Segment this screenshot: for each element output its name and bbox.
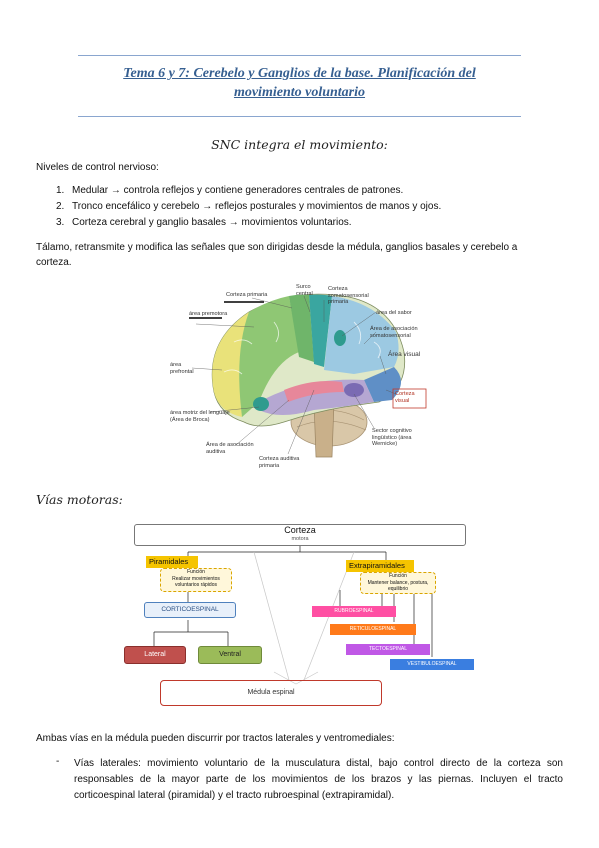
lateral-paths-line-1: Vías laterales: movimiento voluntario de… — [74, 758, 563, 769]
piramidales-function-title: Función — [187, 569, 205, 575]
lateral-paths-line-3: corticoespinal lateral (piramidal) y el … — [74, 790, 395, 801]
level-text: Corteza cerebral y ganglio basales → mov… — [72, 217, 352, 228]
level-text: Tronco encefálico y cerebelo → reflejos … — [72, 201, 442, 212]
level-number: 3. — [56, 217, 65, 228]
label-corteza-primaria: Corteza primaria — [226, 292, 268, 298]
lateral-box: Lateral — [124, 646, 186, 664]
extrapiramidales-function-title: Función — [389, 573, 407, 579]
level-item: 3. Corteza cerebral y ganglio basales → m… — [56, 215, 441, 231]
label-sector-cognitivo: Sector cognitivo lingüístico (área Werni… — [372, 428, 412, 447]
page-title-line-2: movimiento voluntario — [233, 85, 366, 100]
piramidales-function-box: Función Realizar movimientos voluntarios… — [160, 568, 232, 592]
brain-figure: Corteza primaria Surco central Corteza s… — [164, 282, 434, 472]
extrapiramidales-label: Extrapiramidales — [346, 560, 414, 572]
level-number: 2. — [56, 201, 65, 212]
corteza-subtitle: motora — [291, 536, 309, 542]
label-area-prefrontal: área prefrontal — [170, 362, 194, 375]
label-area-motriz-lenguaje: área motriz del lenguaje (Área de Broca) — [170, 410, 230, 423]
corticoespinal-box: CORTICOESPINAL — [144, 602, 236, 618]
page-title-line-1: Tema 6 y 7: Cerebelo y Ganglios de la ba… — [123, 66, 476, 81]
level-text: Medular → controla reflejos y contiene g… — [72, 185, 404, 196]
piramidales-label: Piramidales — [146, 556, 198, 568]
thalamus-line-1: Tálamo, retransmite y modifica las señal… — [36, 242, 518, 253]
header-rule-bottom — [78, 116, 521, 117]
lateral-paths-paragraph: Vías laterales: movimiento voluntario de… — [74, 756, 563, 804]
page-title: Tema 6 y 7: Cerebelo y Ganglios de la ba… — [78, 64, 521, 102]
section-heading-vias-motoras: Vías motoras: — [36, 492, 123, 507]
thalamus-line-2: corteza. — [36, 257, 72, 268]
label-corteza-visual: Corteza visual — [395, 391, 415, 404]
motor-pathways-diagram: Corteza motora Piramidales Función Reali… — [124, 522, 476, 710]
tectoespinal-box: TECTOESPINAL — [346, 644, 430, 655]
diagram-connectors — [153, 546, 433, 685]
level-item: 1. Medular → controla reflejos y contiene… — [56, 183, 441, 199]
brain-illustration — [164, 282, 434, 472]
label-area-premotora: área premotora — [189, 311, 228, 317]
lateral-paths-line-2: responsables de la mayor parte de los mo… — [74, 774, 563, 785]
corteza-title: Corteza — [284, 525, 316, 535]
rubroespinal-box: RUBROESPINAL — [312, 606, 396, 617]
levels-list: 1. Medular → controla reflejos y contiene… — [56, 183, 441, 231]
section-heading-snc: SNC integra el movimiento: — [211, 137, 388, 152]
label-corteza-auditiva: Corteza auditiva primaria — [259, 456, 300, 469]
label-area-asociacion-auditiva: Área de asociación auditiva — [206, 442, 254, 455]
label-surco-central: Surco central — [296, 284, 313, 297]
extrapiramidales-function-box: Función Mantener balance, postura, equil… — [360, 572, 436, 594]
level-number: 1. — [56, 185, 65, 196]
both-paths-paragraph: Ambas vías en la médula pueden discurrir… — [36, 733, 395, 744]
bullet-dash: - — [56, 756, 60, 767]
levels-intro: Niveles de control nervioso: — [36, 162, 159, 173]
piramidales-function-text: Realizar movimientos voluntarios rápidos — [172, 576, 220, 588]
reticuloespinal-box: RETICULOESPINAL — [330, 624, 416, 635]
thalamus-paragraph: Tálamo, retransmite y modifica las señal… — [36, 240, 566, 270]
corteza-motora-box: Corteza motora — [134, 524, 466, 546]
label-area-visual: Área visual — [388, 351, 421, 358]
extrapiramidales-function-text: Mantener balance, postura, equilibrio — [367, 580, 429, 592]
label-area-sabor: área del sabor — [376, 310, 412, 316]
ventral-box: Ventral — [198, 646, 262, 664]
header-rule-top — [78, 55, 521, 56]
label-corteza-somatosensorial: Corteza somatosensorial primaria — [328, 286, 369, 305]
medula-espinal-box: Médula espinal — [160, 680, 382, 706]
label-area-asociacion-somatosensorial: Área de asociación somatosensorial — [370, 326, 418, 339]
level-item: 2. Tronco encefálico y cerebelo → reflejo… — [56, 199, 441, 215]
vestibuloespinal-box: VESTIBULOESPINAL — [390, 659, 474, 670]
